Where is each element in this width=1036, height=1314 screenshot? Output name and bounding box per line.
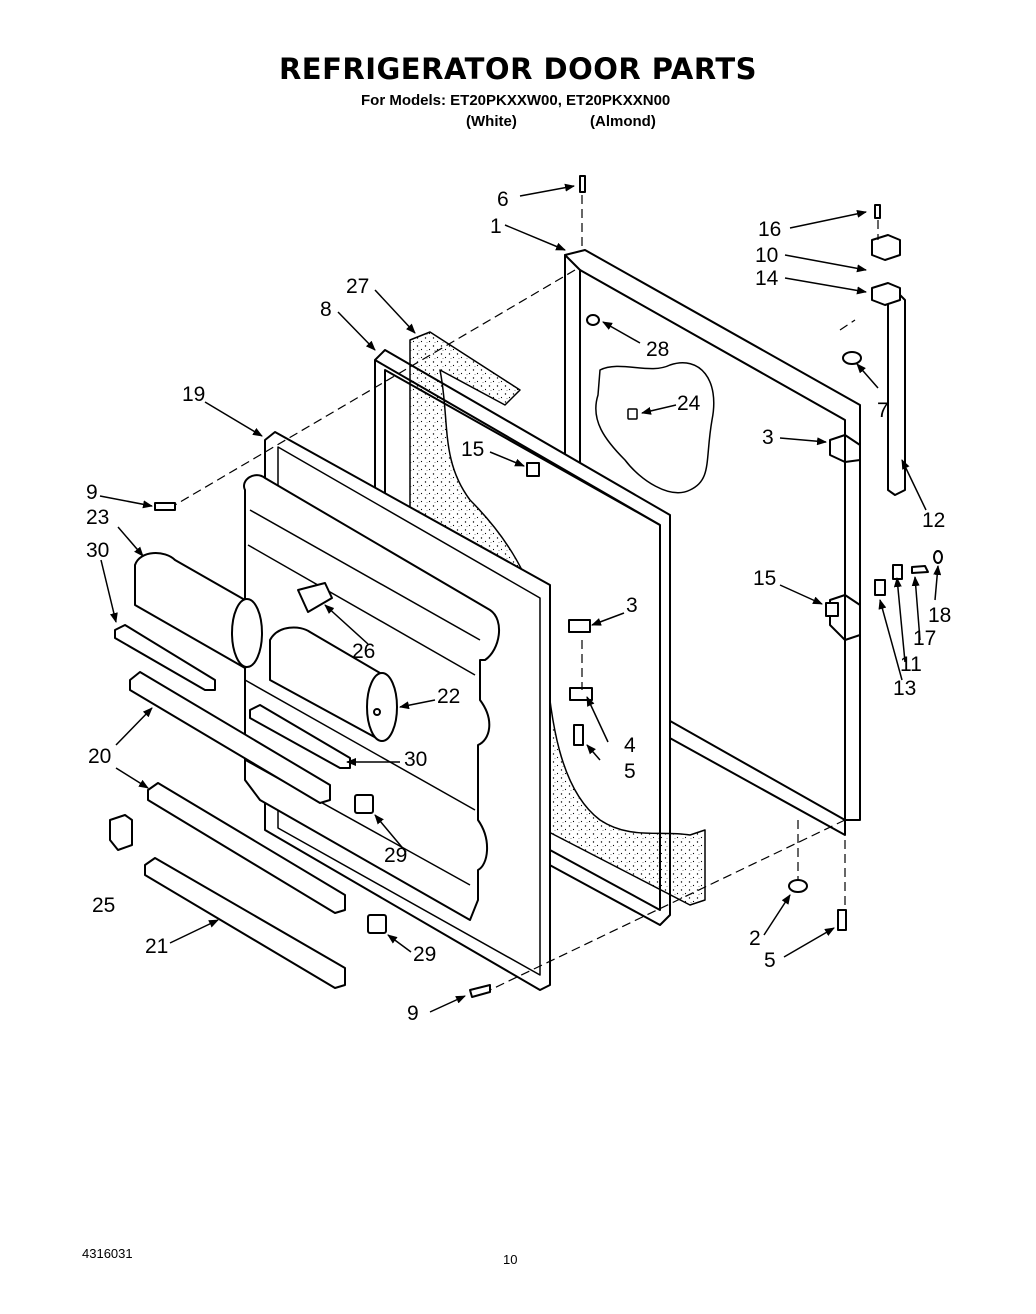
callout-2: 2 bbox=[749, 927, 761, 950]
color-almond-label: (Almond) bbox=[590, 113, 656, 130]
leader-lines bbox=[99, 183, 942, 1013]
callout-1: 1 bbox=[490, 215, 502, 238]
callout-13: 13 bbox=[893, 677, 916, 700]
door-shelf-20b bbox=[147, 782, 346, 914]
bracket-3a bbox=[568, 619, 591, 633]
callout-3b: 3 bbox=[762, 426, 774, 449]
callout-18: 18 bbox=[928, 604, 951, 627]
callout-12: 12 bbox=[922, 509, 945, 532]
clip-29a bbox=[354, 794, 374, 814]
callout-30a: 30 bbox=[86, 539, 109, 562]
callout-16: 16 bbox=[758, 218, 781, 241]
clip-25 bbox=[109, 814, 133, 851]
callout-10: 10 bbox=[755, 244, 778, 267]
callout-15b: 15 bbox=[753, 567, 776, 590]
plug-15b bbox=[825, 602, 839, 617]
callout-9a: 9 bbox=[86, 481, 98, 504]
screw-16 bbox=[874, 204, 881, 219]
alignment-lines bbox=[174, 195, 879, 991]
door-shelf-21 bbox=[144, 857, 346, 989]
callout-labels: 6 1 16 10 14 27 8 28 7 24 3 19 15 9 23 3… bbox=[86, 188, 951, 1025]
callout-23: 23 bbox=[86, 506, 109, 529]
screw-5b bbox=[837, 909, 847, 931]
callout-3a: 3 bbox=[626, 594, 638, 617]
shelf-rail-30a bbox=[114, 624, 216, 691]
callout-7: 7 bbox=[877, 399, 889, 422]
plug-28 bbox=[586, 314, 600, 326]
nut-2 bbox=[788, 879, 808, 893]
document-number: 4316031 bbox=[82, 1246, 133, 1261]
callout-4: 4 bbox=[624, 734, 636, 757]
page-number: 10 bbox=[503, 1252, 518, 1267]
shelf-bin-23 bbox=[134, 552, 263, 669]
callout-28: 28 bbox=[646, 338, 669, 361]
plug-15a bbox=[526, 462, 540, 477]
models-line: For Models: ET20PKXXW00, ET20PKXXN00 bbox=[361, 92, 671, 109]
bracket-4 bbox=[569, 687, 593, 701]
color-white-label: (White) bbox=[466, 113, 517, 130]
door-shelf-20a bbox=[129, 671, 331, 804]
callout-11: 11 bbox=[900, 653, 922, 676]
callout-26: 26 bbox=[352, 640, 375, 663]
callout-30b: 30 bbox=[404, 748, 427, 771]
callout-9b: 9 bbox=[407, 1002, 419, 1025]
screw-6 bbox=[579, 175, 586, 193]
shelf-bin-22 bbox=[269, 626, 398, 742]
callout-17: 17 bbox=[913, 627, 936, 650]
shelf-rail-30b bbox=[249, 704, 351, 769]
callout-19: 19 bbox=[182, 383, 205, 406]
callout-29b: 29 bbox=[413, 943, 436, 966]
callout-15a: 15 bbox=[461, 438, 484, 461]
page-title: REFRIGERATOR DOOR PARTS bbox=[278, 52, 758, 86]
callout-29a: 29 bbox=[384, 844, 407, 867]
screw-9a bbox=[154, 502, 176, 511]
callout-22: 22 bbox=[437, 685, 460, 708]
hinge-assembly bbox=[842, 234, 943, 596]
callout-25: 25 bbox=[92, 894, 115, 917]
callout-6: 6 bbox=[497, 188, 509, 211]
callout-21: 21 bbox=[145, 935, 168, 958]
callout-5a: 5 bbox=[624, 760, 636, 783]
callout-27: 27 bbox=[346, 275, 369, 298]
callout-8: 8 bbox=[320, 298, 332, 321]
screw-5a bbox=[573, 724, 584, 746]
clip-26 bbox=[297, 582, 333, 613]
callout-14: 14 bbox=[755, 267, 779, 290]
clip-29b bbox=[367, 914, 387, 934]
callout-5b: 5 bbox=[764, 949, 776, 972]
callout-24: 24 bbox=[677, 392, 701, 415]
screw-9b bbox=[469, 984, 491, 998]
callout-20: 20 bbox=[88, 745, 111, 768]
